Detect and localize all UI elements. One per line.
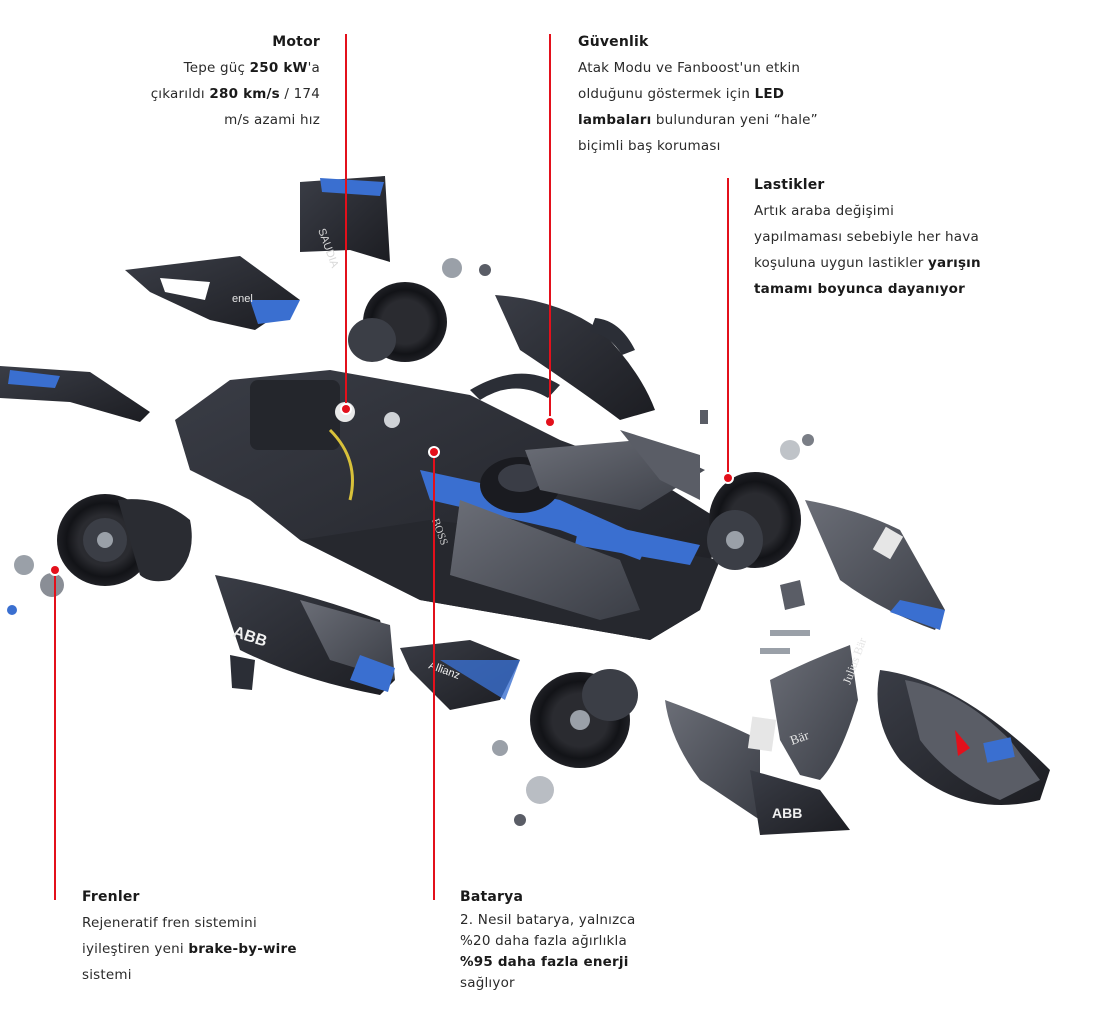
frenler-pointer-dot [51,566,59,574]
front-right-wheel [707,472,801,570]
motor-title: Motor [272,34,320,50]
motor-line-1: Tepe güç 250 kW'a [183,60,320,76]
motor-line-3: m/s azami hız [224,112,320,128]
lastikler-pointer-dot [724,474,732,482]
batarya-leader-line [433,452,435,900]
frenler-line-3: sistemi [82,967,132,983]
batarya-line-4: sağlıyor [460,975,515,991]
brand-bar: Bär [788,727,811,748]
motor-unit [250,380,340,450]
callout-batarya: Batarya 2. Nesil batarya, yalnızca %20 d… [460,884,740,994]
guvenlik-line-1: Atak Modu ve Fanboost'un etkin [578,60,801,76]
rear-upper-wheel [348,282,447,362]
callout-guvenlik: Güvenlik Atak Modu ve Fanboost'un etkin … [578,29,878,159]
motor-pointer-dot [342,405,350,413]
guvenlik-pointer-dot [546,418,554,426]
frenler-title: Frenler [82,889,140,905]
batarya-pointer-dot [430,448,438,456]
right-body-panel [805,500,945,630]
front-nose-center [770,645,858,780]
guvenlik-title: Güvenlik [578,34,649,50]
guvenlik-leader-line [549,34,551,422]
lastikler-line-2: yapılmaması sebebiyle her hava [754,229,979,245]
frenler-line-1: Rejeneratif fren sistemini [82,915,257,931]
frenler-line-2: iyileştiren yeni brake-by-wire [82,941,297,957]
batarya-title: Batarya [460,889,524,905]
front-wing-left [665,700,760,820]
guvenlik-line-3: lambaları bulunduran yeni “hale” [578,112,818,128]
front-wing-bottom [750,770,850,835]
front-left-wheel [530,669,638,768]
batarya-line-1: 2. Nesil batarya, yalnızca [460,912,636,928]
side-panel-upper [495,295,655,420]
frenler-leader-line [54,570,56,900]
halo [470,373,560,400]
callout-lastikler: Lastikler Artık araba değişimi yapılmama… [754,172,1054,302]
callout-motor: Motor Tepe güç 250 kW'a çıkarıldı 280 km… [120,29,320,133]
motor-line-2: çıkarıldı 280 km/s / 174 [150,86,320,102]
lastikler-title: Lastikler [754,177,825,193]
right-sidepod [400,640,520,710]
brand-abb-front: ABB [772,805,802,821]
lastikler-line-4: tamamı boyunca dayanıyor [754,281,965,297]
lastikler-leader-line [727,178,729,478]
callout-frenler: Frenler Rejeneratif fren sistemini iyile… [82,884,362,988]
lastikler-line-3: koşuluna uygun lastikler yarışın [754,255,981,271]
batarya-line-2: %20 daha fazla ağırlıkla [460,933,627,949]
motor-leader-line [345,34,347,410]
rear-left-wheel [57,494,192,586]
guvenlik-line-2: olduğunu göstermek için LED [578,86,785,102]
guvenlik-line-4: biçimli baş koruması [578,138,721,154]
brand-enel: enel [232,293,253,305]
batarya-line-3: %95 daha fazla enerji [460,954,629,970]
lastikler-line-1: Artık araba değişimi [754,203,895,219]
